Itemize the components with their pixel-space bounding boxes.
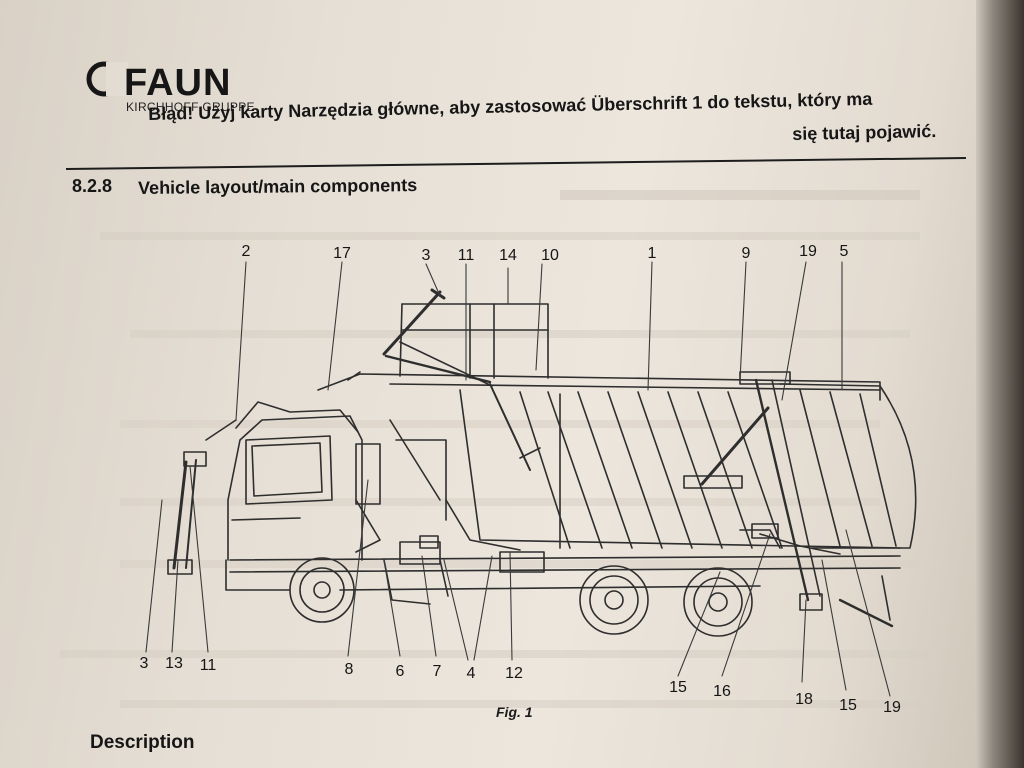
callout-15-left: 15 xyxy=(669,679,687,696)
callout-7: 7 xyxy=(432,663,442,680)
callout-13: 13 xyxy=(165,655,183,672)
callout-2: 2 xyxy=(241,243,251,260)
callout-12: 12 xyxy=(505,665,523,682)
callout-1: 1 xyxy=(647,245,657,262)
callout-9: 9 xyxy=(741,245,751,262)
callout-15-right: 15 xyxy=(839,697,857,714)
brand-name: FAUN xyxy=(124,62,232,104)
callout-11-bottom: 11 xyxy=(199,657,217,674)
callout-4: 4 xyxy=(466,665,476,682)
callout-8: 8 xyxy=(344,661,354,678)
vehicle-layout-diagram xyxy=(145,261,891,697)
callout-19-top: 19 xyxy=(799,243,817,260)
callout-18: 18 xyxy=(795,691,813,708)
bleed-through-background xyxy=(60,190,940,708)
callout-19-bottom: 19 xyxy=(883,699,901,716)
callout-3-top: 3 xyxy=(421,247,431,264)
callout-17: 17 xyxy=(333,245,351,262)
page-edge-shadow xyxy=(976,0,1024,768)
callout-14: 14 xyxy=(499,247,517,264)
description-heading: Description xyxy=(90,732,195,753)
callout-5: 5 xyxy=(839,243,849,260)
callout-3-bottom: 3 xyxy=(139,655,149,672)
faun-logo-icon xyxy=(86,61,128,97)
figure-caption: Fig. 1 xyxy=(496,704,533,720)
manual-page: FAUN KIRCHHOFF GRUPPE Błąd! Użyj karty N… xyxy=(0,0,980,768)
callout-16: 16 xyxy=(713,683,731,700)
callout-11-top: 11 xyxy=(457,247,475,264)
callout-6: 6 xyxy=(395,663,405,680)
brand-subtitle: KIRCHHOFF GRUPPE xyxy=(126,100,255,114)
callout-10: 10 xyxy=(541,247,559,264)
section-number: 8.2.8 xyxy=(72,176,113,196)
